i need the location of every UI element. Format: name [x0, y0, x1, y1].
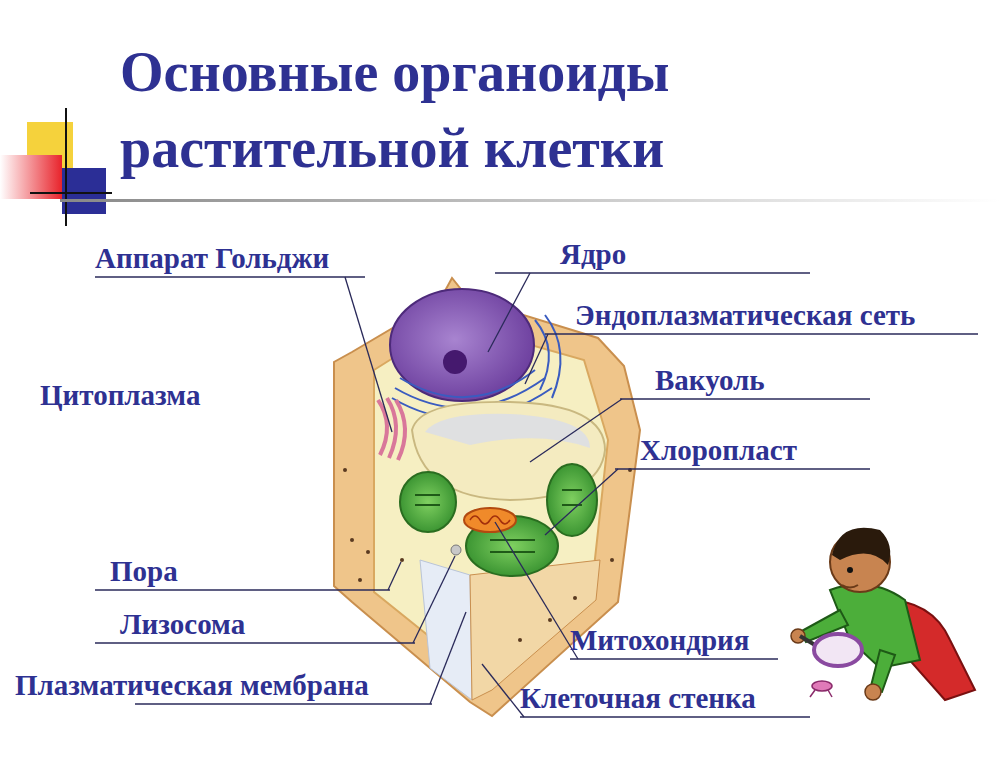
kid-figure — [791, 528, 975, 700]
leader-lines — [95, 273, 978, 717]
part-label: Ядро — [560, 238, 626, 271]
part-label: Вакуоль — [655, 364, 765, 397]
part-label: Пора — [110, 555, 178, 588]
part-label: Плазматическая мембрана — [15, 669, 369, 702]
part-label: Аппарат Гольджи — [95, 242, 329, 275]
slide-title: Основные органоиды растительной клетки — [120, 34, 860, 186]
part-label: Цитоплазма — [40, 379, 200, 412]
part-label: Митохондрия — [570, 624, 750, 657]
part-label: Лизосома — [120, 608, 245, 641]
part-label: Эндоплазматическая сеть — [575, 299, 915, 332]
part-label: Клеточная стенка — [520, 682, 756, 715]
part-label: Хлоропласт — [640, 434, 797, 467]
